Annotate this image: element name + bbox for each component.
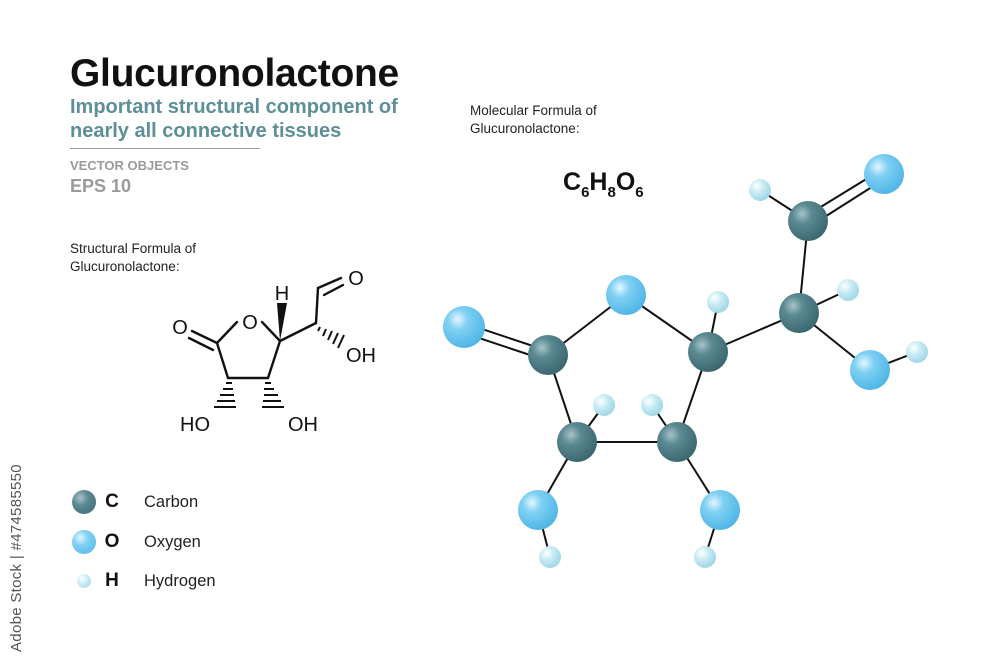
- oxygen-atom: [850, 350, 890, 390]
- page-title: Glucuronolactone: [70, 52, 399, 95]
- carbon-ball-icon: [72, 490, 96, 514]
- hashed-bond-oh-right: [317, 326, 345, 349]
- carbon-atom: [528, 335, 568, 375]
- bond-side-1: [278, 321, 318, 343]
- legend-item-oxygen: O Oxygen: [70, 527, 201, 557]
- legend-symbol: O: [104, 531, 120, 552]
- molecular-formula-label: Molecular Formula of Glucuronolactone:: [470, 103, 597, 136]
- hydrogen-atom: [694, 546, 716, 568]
- hydrogen-atom: [707, 291, 729, 313]
- hydrogen-atom: [539, 546, 561, 568]
- carbon-atom: [657, 422, 697, 462]
- bond-ring-1: [215, 320, 239, 345]
- ball-and-stick-model: [443, 154, 928, 568]
- divider: [70, 148, 260, 149]
- bond-carbonyl-1: [190, 329, 219, 345]
- bond-aldehyde-2: [322, 283, 345, 297]
- model-atoms: [443, 154, 928, 568]
- atom-oh-bottom: OH: [288, 414, 318, 436]
- atom-oh-right: OH: [346, 345, 376, 367]
- hydrogen-ball-icon: [77, 574, 91, 588]
- legend-item-hydrogen: H Hydrogen: [70, 566, 216, 596]
- wedge-bond-h: [277, 303, 287, 341]
- hydrogen-atom: [641, 394, 663, 416]
- formula-h-count: 8: [607, 184, 616, 201]
- oxygen-atom: [700, 490, 740, 530]
- oxygen-atom: [606, 275, 646, 315]
- oxygen-ball-icon: [72, 530, 96, 554]
- legend-item-carbon: C Carbon: [70, 487, 198, 517]
- bond-ring-5: [260, 320, 282, 343]
- structural-formula-label: Structural Formula of Glucuronolactone:: [70, 241, 197, 274]
- hydrogen-atom: [749, 179, 771, 201]
- stock-watermark-text: Adobe Stock | #474585550: [8, 464, 25, 652]
- bond-side-2: [314, 286, 320, 325]
- legend-name: Hydrogen: [144, 571, 216, 590]
- oxygen-atom: [443, 306, 485, 348]
- formula-o: O: [615, 168, 636, 196]
- bond-aldehyde-1: [316, 276, 343, 290]
- hydrogen-atom: [906, 341, 928, 363]
- carbon-atom: [779, 293, 819, 333]
- hashed-bond-ho-left: [214, 382, 236, 408]
- formula-c: C: [563, 168, 582, 196]
- legend-symbol: H: [105, 570, 119, 591]
- atom-ho-left: HO: [180, 414, 210, 436]
- carbon-atom: [557, 422, 597, 462]
- hashed-bond-oh-bottom: [262, 382, 284, 408]
- atom-o-aldehyde: O: [348, 268, 364, 290]
- bond-ring-4: [266, 339, 282, 380]
- bond-carbonyl-2: [187, 336, 215, 352]
- hydrogen-atom: [837, 279, 859, 301]
- atom-o-ring: O: [242, 312, 258, 334]
- bond-ring-2: [215, 341, 230, 380]
- legend-name: Oxygen: [144, 532, 201, 551]
- carbon-atom: [788, 201, 828, 241]
- atom-o-carbonyl: O: [172, 317, 188, 339]
- vector-objects-label: VECTOR OBJECTS: [70, 158, 189, 173]
- atom-h-top: H: [275, 283, 289, 305]
- formula-c-count: 6: [581, 184, 590, 201]
- legend-name: Carbon: [144, 492, 199, 511]
- formula-h: H: [589, 168, 608, 196]
- structural-formula-diagram: O O H O OH HO OH: [172, 268, 376, 436]
- carbon-atom: [688, 332, 728, 372]
- legend-symbol: C: [105, 491, 119, 512]
- formula-o-count: 6: [635, 184, 644, 201]
- oxygen-atom: [864, 154, 904, 194]
- stock-watermark: Adobe Stock | #474585550: [8, 430, 28, 652]
- hydrogen-atom: [593, 394, 615, 416]
- subtitle: Important structural component of nearly…: [70, 96, 398, 142]
- oxygen-atom: [518, 490, 558, 530]
- molecular-formula: C6H8O6: [563, 168, 644, 201]
- eps-label: EPS 10: [70, 176, 132, 196]
